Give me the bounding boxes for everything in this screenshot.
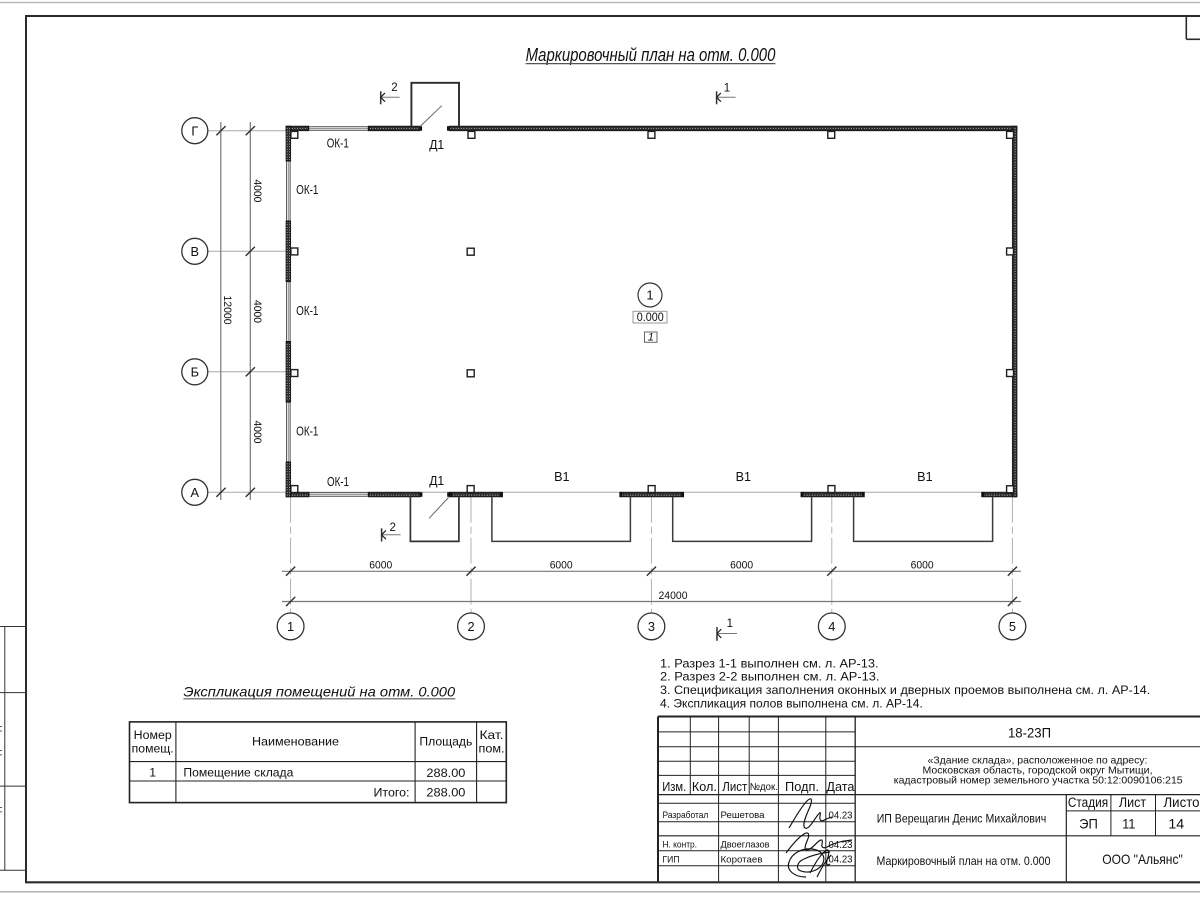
svg-text:5: 5 [1009, 619, 1016, 634]
svg-text:№док.: №док. [750, 782, 778, 793]
svg-text:2. Разрез 2-2 выполнен см. л.: 2. Разрез 2-2 выполнен см. л. АР-13. [660, 670, 880, 684]
svg-text:288.00: 288.00 [426, 786, 465, 800]
svg-text:1: 1 [724, 83, 730, 95]
svg-text:2: 2 [389, 522, 395, 534]
svg-text:пом.: пом. [479, 741, 505, 755]
svg-text:Итого:: Итого: [374, 786, 410, 800]
svg-text:3. Спецификация заполнения око: 3. Спецификация заполнения оконных и две… [660, 683, 1150, 697]
svg-text:Двоеглазов: Двоеглазов [721, 840, 770, 851]
svg-text:Решетова: Решетова [721, 810, 766, 821]
svg-text:Д1: Д1 [429, 138, 444, 152]
svg-text:2: 2 [467, 619, 474, 634]
svg-text:ООО "Альянс": ООО "Альянс" [1102, 851, 1183, 867]
svg-text:Разработал: Разработал [663, 810, 709, 821]
svg-text:ОК-1: ОК-1 [327, 475, 349, 489]
svg-text:Лист: Лист [722, 780, 747, 794]
svg-text:4000: 4000 [251, 421, 263, 444]
svg-text:Дата: Дата [826, 780, 854, 794]
svg-text:ОК-1: ОК-1 [296, 183, 318, 197]
svg-text:Кат.: Кат. [480, 728, 504, 742]
svg-text:«Здание склада», расположенное: «Здание склада», расположенное по адресу… [928, 755, 1148, 766]
svg-text:ОК-1: ОК-1 [327, 136, 349, 150]
svg-text:Маркировочный план на отм. 0.0: Маркировочный план на отм. 0.000 [526, 45, 776, 65]
svg-text:ЭП: ЭП [1079, 815, 1098, 831]
svg-text:Б: Б [191, 365, 199, 380]
svg-text:В1: В1 [917, 470, 932, 484]
svg-text:ГИП: ГИП [663, 854, 680, 865]
svg-text:24000: 24000 [659, 590, 688, 602]
svg-text:Маркировочный план на отм. 0.0: Маркировочный план на отм. 0.000 [877, 854, 1051, 868]
svg-text:В: В [191, 244, 200, 259]
svg-text:4: 4 [828, 619, 835, 634]
svg-text:1: 1 [648, 331, 654, 343]
svg-text:Номер: Номер [134, 728, 172, 742]
svg-text:Н. контр.: Н. контр. [663, 840, 698, 851]
svg-text:Стадия: Стадия [1068, 795, 1108, 810]
svg-text:ИП Верещагин Денис Михайлович: ИП Верещагин Денис Михайлович [877, 811, 1047, 825]
svg-text:04.23: 04.23 [829, 855, 853, 866]
svg-text:11: 11 [1122, 815, 1135, 831]
svg-text:Изм.: Изм. [662, 780, 686, 794]
svg-text:1: 1 [646, 288, 653, 303]
svg-text:6000: 6000 [550, 560, 573, 572]
svg-text:6000: 6000 [730, 560, 753, 572]
svg-text:2: 2 [391, 82, 397, 94]
svg-text:Коротаев: Коротаев [721, 854, 763, 865]
svg-text:ОК-1: ОК-1 [296, 304, 318, 318]
svg-text:6000: 6000 [911, 560, 934, 572]
svg-text:Помещение склада: Помещение склада [183, 766, 293, 780]
svg-text:Взам. инв. №: Взам. инв. № [0, 630, 3, 689]
svg-text:Кол.: Кол. [692, 780, 717, 794]
svg-text:ОК-1: ОК-1 [296, 424, 318, 438]
svg-text:1: 1 [287, 619, 294, 634]
svg-text:Экспликация помещений на отм.: Экспликация помещений на отм. 0.000 [183, 683, 455, 699]
svg-text:Г: Г [191, 124, 198, 139]
svg-text:Площадь: Площадь [419, 735, 472, 749]
svg-text:12000: 12000 [221, 296, 233, 325]
svg-text:помещ.: помещ. [132, 741, 174, 755]
svg-text:Подп.: Подп. [785, 780, 819, 794]
svg-text:1: 1 [727, 618, 733, 630]
svg-text:кадастровый номер земельного у: кадастровый номер земельного участка 50:… [894, 776, 1183, 787]
svg-text:04.23: 04.23 [829, 811, 853, 822]
svg-text:Московская область, городской: Московская область, городской округ Мыти… [923, 765, 1153, 777]
svg-text:Д1: Д1 [429, 474, 444, 488]
svg-text:288.00: 288.00 [426, 766, 465, 780]
svg-text:Наименование: Наименование [252, 735, 339, 749]
svg-text:А: А [191, 485, 200, 500]
svg-text:4000: 4000 [251, 300, 263, 323]
svg-text:14: 14 [1168, 815, 1184, 831]
svg-text:1: 1 [149, 766, 156, 780]
svg-text:4000: 4000 [251, 179, 263, 202]
svg-text:3: 3 [648, 619, 655, 634]
svg-text:04.23: 04.23 [829, 840, 853, 851]
svg-text:В1: В1 [736, 470, 751, 484]
svg-text:4. Экспликация полов выполнена: 4. Экспликация полов выполнена см. л. АР… [660, 696, 923, 710]
svg-text:Подп. и дата: Подп. и дата [0, 711, 3, 768]
svg-text:6000: 6000 [369, 560, 392, 572]
svg-text:Листов: Листов [1164, 795, 1200, 810]
svg-text:Инв. № подл.: Инв. № подл. [0, 799, 3, 858]
svg-text:1. Разрез 1-1 выполнен см. л.: 1. Разрез 1-1 выполнен см. л. АР-13. [660, 656, 879, 670]
svg-text:Лист: Лист [1119, 795, 1146, 810]
svg-text:В1: В1 [554, 470, 569, 484]
svg-text:0.000: 0.000 [637, 312, 664, 324]
svg-text:18-23П: 18-23П [1008, 725, 1051, 741]
